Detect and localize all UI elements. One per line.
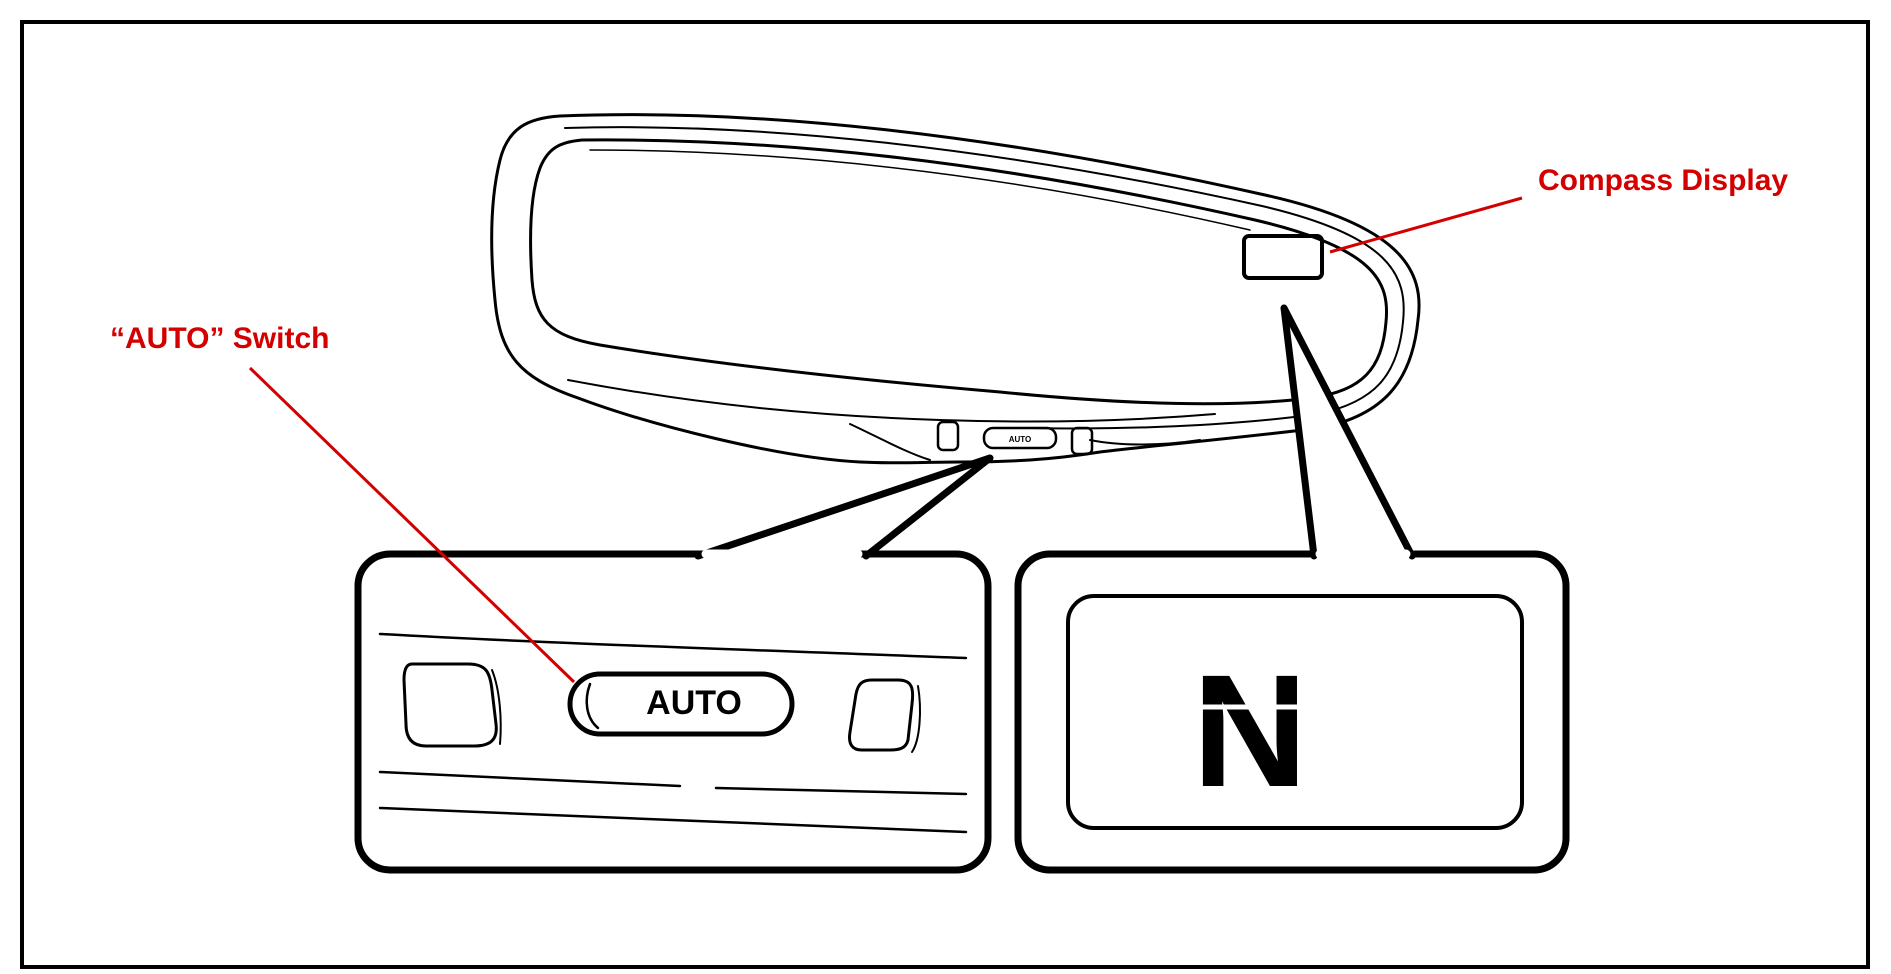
compass-callout: [1014, 304, 1570, 874]
auto-callout-right-button: [848, 678, 915, 752]
outer-frame: [20, 20, 1870, 969]
compass-callout-box: [1014, 550, 1570, 874]
mirror-housing-inner: [564, 126, 1405, 430]
auto-callout-pointer: [694, 454, 994, 560]
mirror-housing-outer: [490, 113, 1421, 465]
mirror-glass-edge: [589, 149, 1251, 231]
mirror-bottom-line-1: [567, 379, 1216, 423]
auto-callout-left-button: [402, 662, 498, 748]
auto-callout-box: [354, 550, 992, 874]
compass-lcd-screen: [1066, 594, 1524, 830]
auto-switch-label: “AUTO” Switch: [110, 322, 329, 355]
compass-heading-letter: N: [1192, 641, 1308, 820]
mirror-compass-window: [1242, 234, 1324, 280]
compass-display-leader-line: [1329, 196, 1523, 254]
compass-callout-pointer: [1280, 304, 1416, 560]
auto-callout-line-top: [378, 632, 968, 660]
mirror-bottom-line-3: [1089, 439, 1201, 446]
mirror-auto-button: [982, 426, 1058, 450]
compass-display-label: Compass Display: [1538, 164, 1788, 197]
auto-switch-button-label: AUTO: [646, 684, 742, 722]
auto-switch-button: [567, 671, 795, 737]
auto-callout-line-bottom-1: [378, 770, 682, 788]
auto-callout: [354, 454, 994, 874]
auto-switch-leader-line: [248, 366, 576, 684]
mirror-bottom-line-2: [849, 423, 931, 461]
mirror-auto-button-label: AUTO: [1009, 435, 1032, 444]
mirror-glass: [529, 138, 1389, 406]
auto-callout-line-bottom-3: [378, 806, 968, 834]
auto-callout-line-bottom-2: [714, 786, 968, 796]
mirror-left-button: [936, 420, 960, 452]
rearview-mirror: [490, 113, 1421, 465]
mirror-right-button: [1070, 426, 1094, 456]
